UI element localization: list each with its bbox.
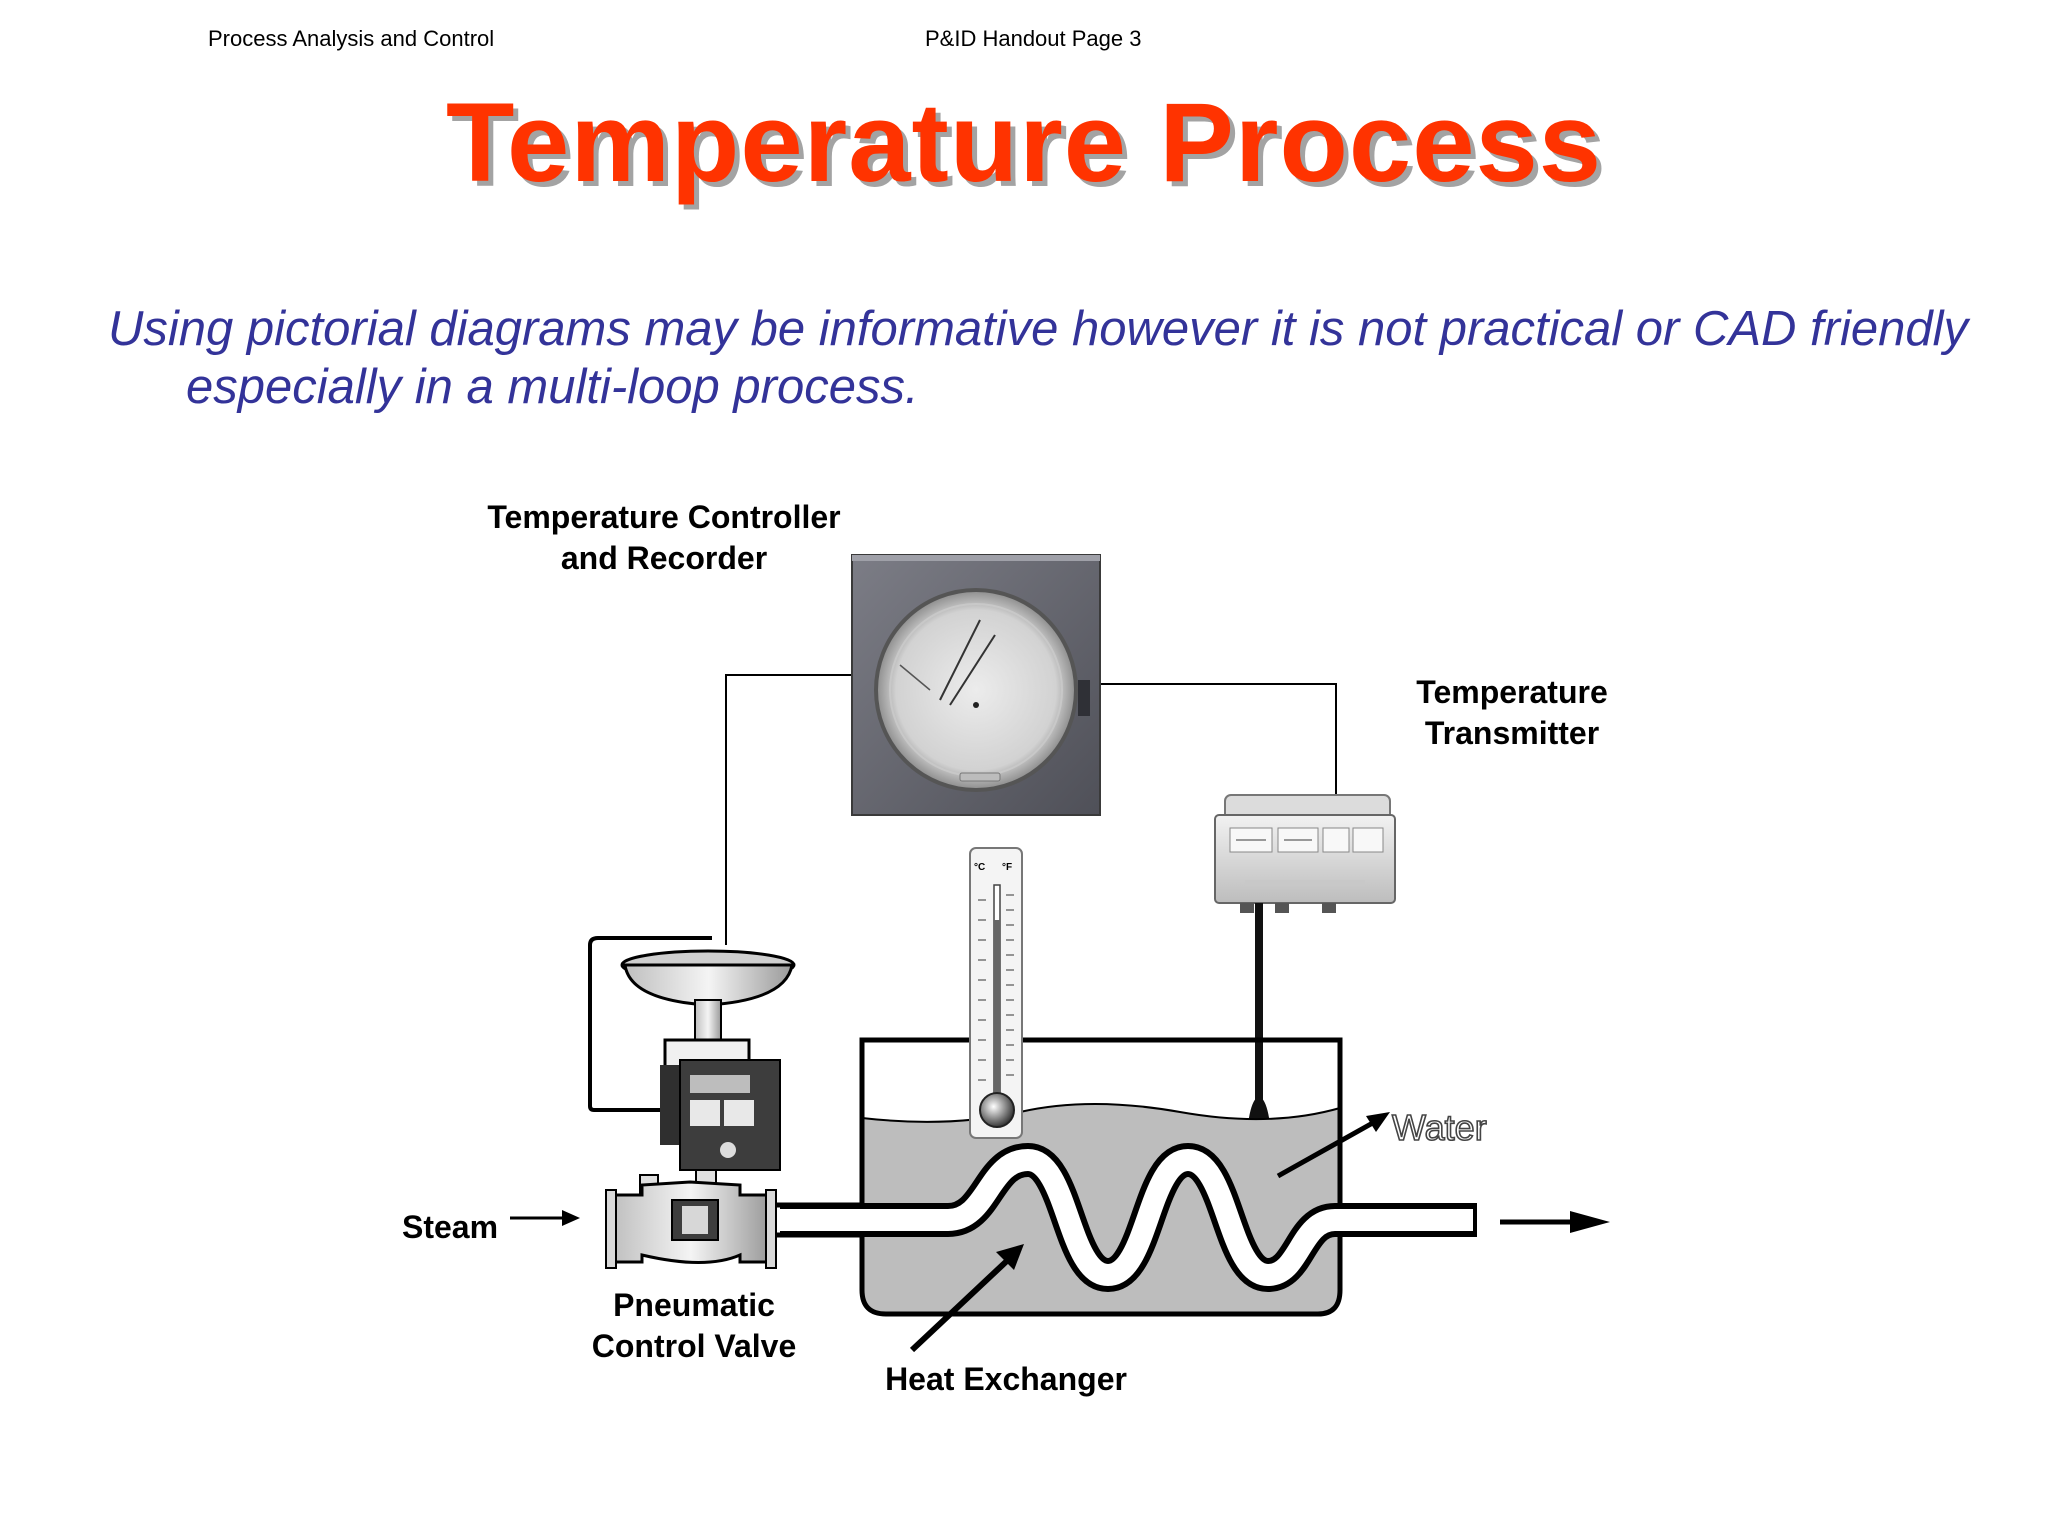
thermometer-scale-f: °F xyxy=(1002,862,1012,873)
temperature-transmitter xyxy=(1214,794,1396,1189)
heat-exchanger-tank xyxy=(859,1037,1343,1317)
thermometer-scale-c: °C xyxy=(974,862,985,873)
heat-exchanger-pointer-arrow xyxy=(909,1244,1024,1353)
water xyxy=(862,1104,1340,1314)
outlet-arrow xyxy=(1500,1211,1610,1233)
header-center: P&ID Handout Page 3 xyxy=(925,26,1142,51)
tank-outline xyxy=(859,1037,1343,1317)
valve-label-line2: Control Valve xyxy=(592,1328,797,1364)
steam-label: Steam xyxy=(402,1209,498,1245)
signal-wires xyxy=(725,674,1337,945)
controller-to-valve-wire xyxy=(725,674,852,945)
temperature-controller-recorder xyxy=(851,554,1101,816)
probe-stem xyxy=(1255,903,1263,1119)
valve-label-line1: Pneumatic xyxy=(613,1287,775,1323)
steam-inlet-arrow xyxy=(510,1210,580,1226)
subtitle-text: Using pictorial diagrams may be informat… xyxy=(108,302,1968,414)
water-label: Water xyxy=(1392,1107,1487,1148)
controller-label-line2: and Recorder xyxy=(561,540,767,576)
thermometer: °C °F xyxy=(969,847,1023,1139)
chart-face xyxy=(874,588,1078,792)
thermometer-bulb xyxy=(979,1092,1015,1128)
header-left: Process Analysis and Control xyxy=(208,26,495,51)
water-pointer-arrow xyxy=(1276,1112,1390,1179)
pneumatic-control-valve xyxy=(588,936,796,1269)
steam-inlet-pipe xyxy=(775,1202,862,1238)
heat-exchanger-label: Heat Exchanger xyxy=(885,1361,1127,1397)
page-title: Temperature Process xyxy=(445,80,1603,205)
controller-label-line1: Temperature Controller xyxy=(487,499,840,535)
controller-to-transmitter-wire xyxy=(1100,683,1337,805)
heat-exchanger-coil xyxy=(780,1143,1477,1292)
transmitter-label-line1: Temperature xyxy=(1416,674,1607,710)
transmitter-label-line2: Transmitter xyxy=(1425,715,1599,751)
